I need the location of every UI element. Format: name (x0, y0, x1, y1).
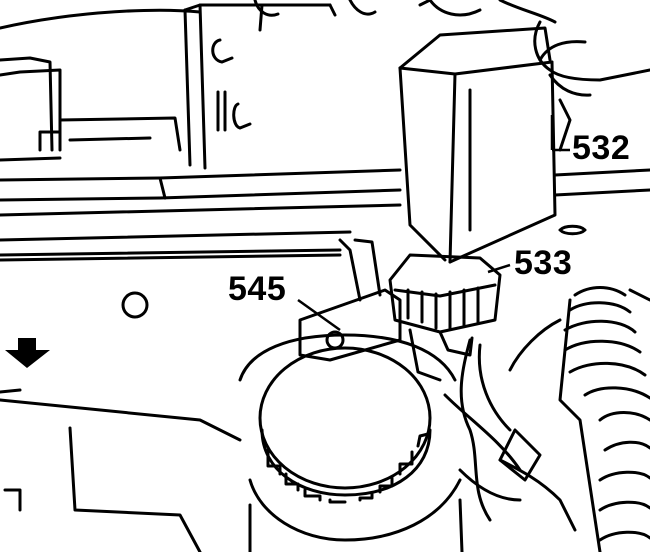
leader-line-545 (297, 298, 341, 332)
connector-533 (388, 253, 502, 357)
wiring-harness (443, 338, 577, 532)
bracket-545 (298, 238, 442, 382)
relay-box-532 (398, 26, 557, 264)
leader-lines (297, 115, 570, 332)
firewall-rail (0, 168, 402, 257)
bulkhead-panel (0, 8, 202, 162)
coiled-hose (508, 286, 650, 552)
lower-body-panel (0, 253, 342, 552)
callout-532: 532 (570, 129, 633, 167)
callout-533: 533 (512, 244, 575, 282)
down-arrow-icon (5, 338, 50, 368)
hand-illustration (428, 0, 650, 152)
leader-line-533 (487, 263, 511, 274)
reservoir-cap (238, 333, 464, 552)
mounting-bracket (183, 0, 432, 170)
callout-545: 545 (226, 270, 289, 308)
